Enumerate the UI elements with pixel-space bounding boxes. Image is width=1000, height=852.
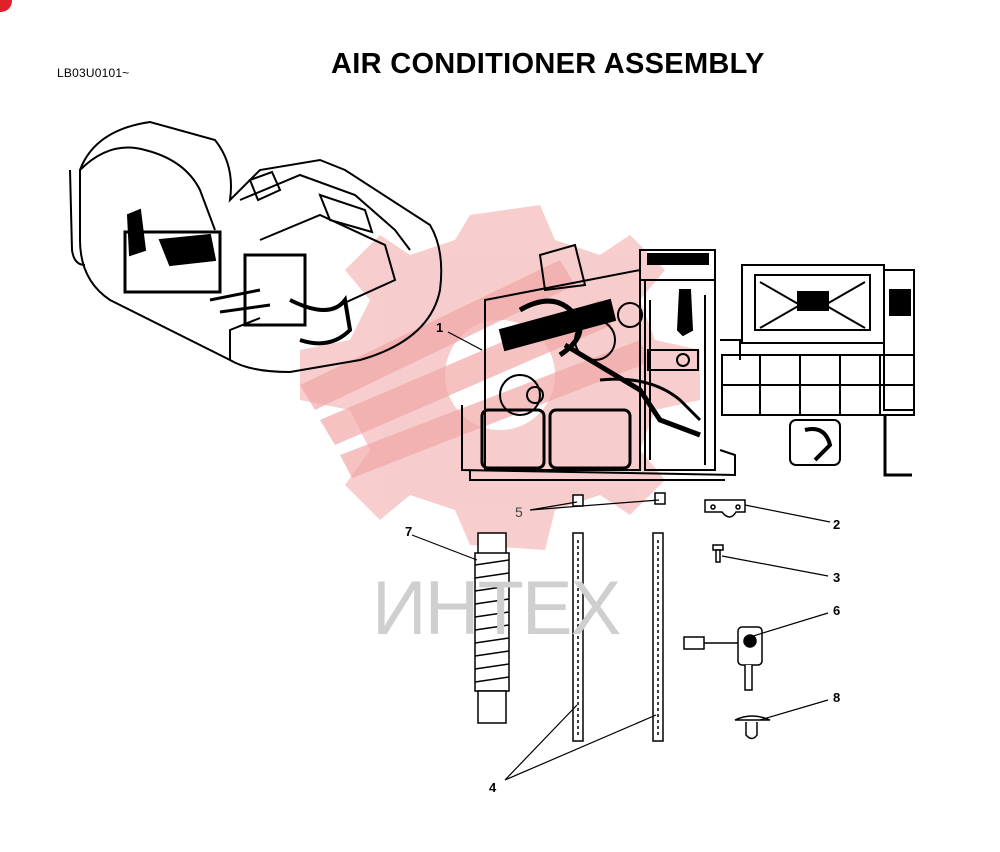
part-8-clip [734, 715, 771, 740]
ac-unit-assembly [461, 243, 915, 481]
callout-7: 7 [405, 524, 413, 539]
callout-4: 4 [489, 780, 497, 795]
part-6-sensor [683, 626, 763, 691]
callout-2: 2 [833, 517, 841, 532]
callout-3: 3 [833, 570, 841, 585]
watermark-text: ИНТЕХ [372, 566, 621, 651]
part-4-strips [572, 532, 664, 742]
callout-8: 8 [833, 690, 841, 705]
callout-6: 6 [833, 603, 841, 618]
callout-5: 5 [515, 504, 523, 520]
machine-overview [69, 120, 443, 374]
part-7-hose [474, 532, 510, 724]
part-2-bracket [704, 499, 746, 518]
page-title: AIR CONDITIONER ASSEMBLY [331, 48, 765, 80]
callout-1: 1 [436, 320, 444, 335]
document-code: LB03U0101~ [57, 66, 130, 80]
leader-lines [411, 331, 831, 781]
part-3-screw [712, 544, 724, 563]
